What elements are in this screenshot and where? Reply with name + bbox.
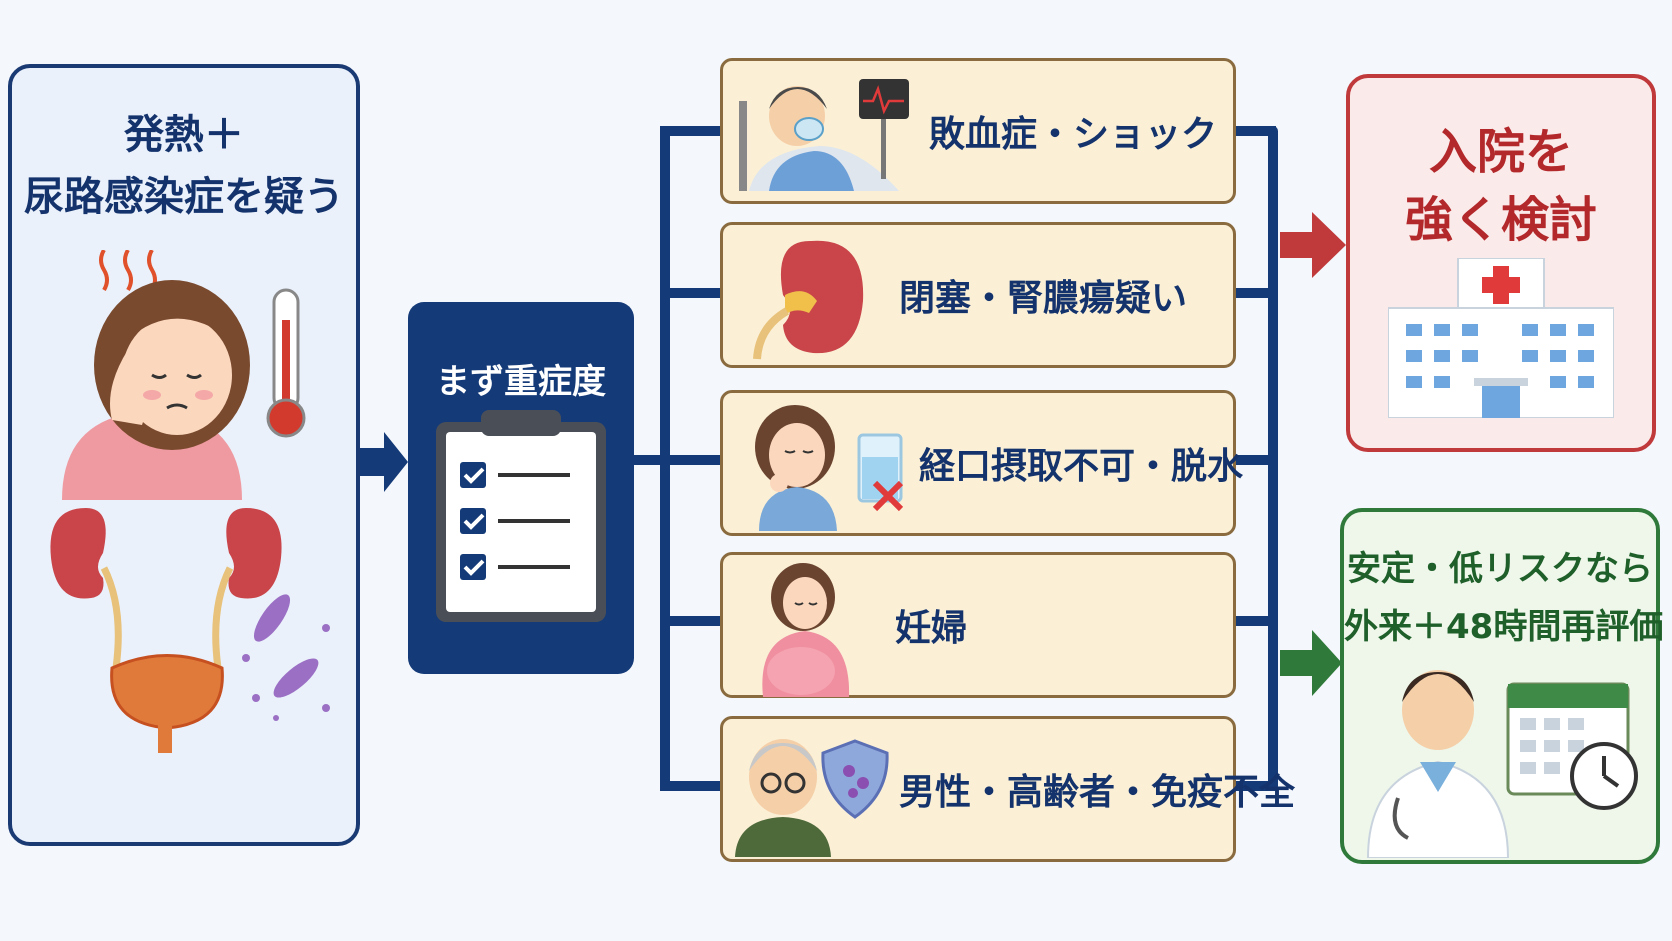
admit-title: 入院を 強く検討 bbox=[1350, 118, 1652, 254]
no-water-icon bbox=[755, 405, 904, 531]
pregnant-woman-icon bbox=[762, 563, 850, 697]
outcome-outpatient: 安定・低リスクなら 外来＋48時間再評価 bbox=[1340, 508, 1664, 864]
patient-ventilator-icon bbox=[739, 79, 909, 191]
criterion-label-dehydration: 経口摂取不可・脱水 bbox=[919, 446, 1244, 487]
feverish-woman-icon bbox=[62, 250, 306, 500]
criterion-obstruction: 閉塞・腎膿瘍疑い bbox=[720, 222, 1236, 368]
outpatient-title-line2: 外来＋48時間再評価 bbox=[1344, 607, 1664, 647]
criterion-risk-groups: 男性・高齢者・免疫不全 bbox=[720, 716, 1295, 862]
arrow-to-assessment bbox=[360, 432, 408, 492]
criterion-label-sepsis: 敗血症・ショック bbox=[929, 114, 1218, 155]
checklist-icon bbox=[436, 410, 606, 622]
admit-title-line1: 入院を bbox=[1428, 124, 1573, 180]
start-title-line2: 尿路感染症を疑う bbox=[24, 174, 344, 220]
criterion-pregnancy: 妊婦 bbox=[720, 552, 1236, 698]
outcome-admit: 入院を 強く検討 bbox=[1346, 74, 1656, 452]
outpatient-title-line1: 安定・低リスクなら bbox=[1347, 549, 1653, 589]
admit-title-line2: 強く検討 bbox=[1404, 192, 1597, 248]
criterion-label-risk-groups: 男性・高齢者・免疫不全 bbox=[899, 772, 1296, 813]
criterion-label-obstruction: 閉塞・腎膿瘍疑い bbox=[899, 278, 1188, 319]
start-title: 発熱＋ 尿路感染症を疑う bbox=[12, 104, 356, 228]
start-title-line1: 発熱＋ bbox=[124, 112, 244, 158]
doctor-calendar-icon bbox=[1366, 670, 1638, 858]
arrow-to-admit bbox=[1280, 212, 1346, 278]
elderly-shield-icon bbox=[735, 739, 889, 857]
urinary-tract-icon bbox=[50, 508, 330, 753]
assessment-box: まず重症度 bbox=[408, 302, 634, 674]
start-panel: 発熱＋ 尿路感染症を疑う bbox=[8, 64, 360, 846]
hospital-icon bbox=[1388, 258, 1614, 418]
kidney-icon bbox=[753, 240, 864, 360]
criterion-sepsis: 敗血症・ショック bbox=[720, 58, 1236, 204]
arrow-to-outpatient bbox=[1280, 630, 1342, 696]
criterion-label-pregnancy: 妊婦 bbox=[895, 608, 968, 649]
assessment-title: まず重症度 bbox=[436, 362, 606, 402]
criterion-dehydration: 経口摂取不可・脱水 bbox=[720, 390, 1243, 536]
outpatient-title: 安定・低リスクなら 外来＋48時間再評価 bbox=[1344, 540, 1664, 656]
